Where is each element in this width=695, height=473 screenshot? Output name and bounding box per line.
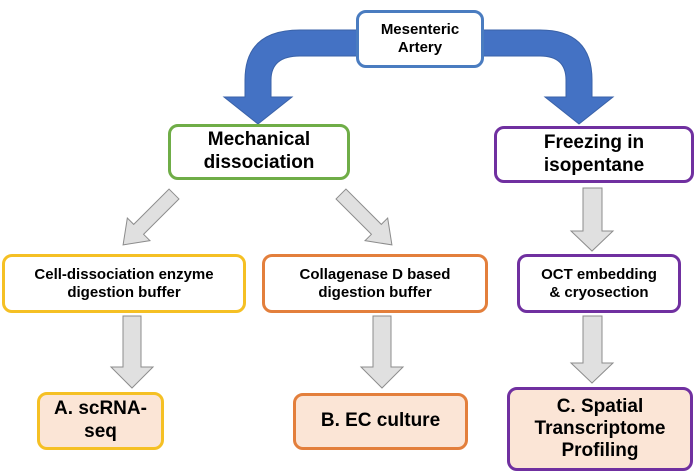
node-oct-embedding: OCT embedding & cryosection [517,254,681,313]
node-mesenteric-artery: Mesenteric Artery [356,10,484,68]
node-collagenase-buffer: Collagenase D based digestion buffer [262,254,488,313]
node-freezing-isopentane: Freezing in isopentane [494,126,694,183]
block-arrow-mechanical-to-collagenase [335,188,393,246]
block-arrow-freezing-to-oct [569,187,615,252]
node-output-ec-culture: B. EC culture [293,393,468,450]
node-output-spatial-transcriptome: C. Spatial Transcriptome Profiling [507,387,693,471]
node-mechanical-dissociation: Mechanical dissociation [168,124,350,180]
block-arrow-collagenase-to-b [359,315,405,389]
block-arrow-cell-to-a [109,315,155,389]
node-cell-dissociation-buffer: Cell-dissociation enzyme digestion buffe… [2,254,246,313]
curved-arrow-root-to-mechanical [222,29,361,125]
curved-arrow-root-to-freezing [479,29,615,125]
block-arrow-oct-to-c [569,315,615,384]
node-output-scrna-seq: A. scRNA-seq [37,392,164,450]
block-arrow-mechanical-to-cell [122,188,180,246]
